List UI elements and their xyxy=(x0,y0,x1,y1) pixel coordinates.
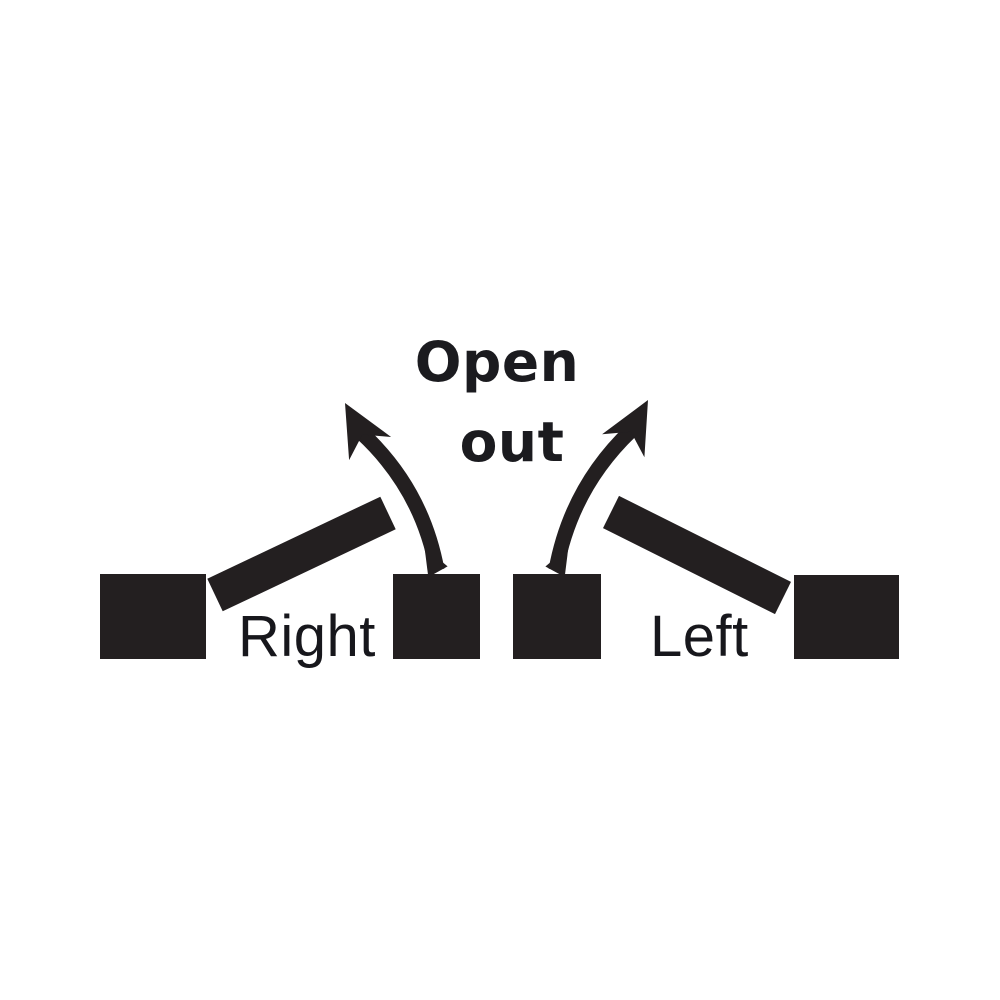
left-arrow-tail-tip xyxy=(545,547,569,577)
heading-out: out xyxy=(460,410,565,474)
right-open-out-arrowhead xyxy=(345,403,392,461)
outer-right-post xyxy=(794,575,899,659)
inner-right-post xyxy=(513,574,601,659)
arrow-group xyxy=(345,400,648,578)
right-door-leaf xyxy=(207,496,396,612)
left-open-out-arrow-body xyxy=(548,424,637,572)
inner-left-post xyxy=(393,574,480,659)
outer-left-post xyxy=(100,574,206,659)
door-leaf-group xyxy=(207,495,791,615)
left-door-leaf xyxy=(603,495,791,615)
left-open-out-arrowhead xyxy=(602,400,648,458)
label-right: Right xyxy=(238,604,376,669)
post-group xyxy=(100,574,899,659)
label-left: Left xyxy=(650,604,749,669)
right-arrow-tail-tip xyxy=(424,547,448,578)
heading-open: Open xyxy=(415,330,580,394)
right-open-out-arrow-body xyxy=(356,427,445,572)
